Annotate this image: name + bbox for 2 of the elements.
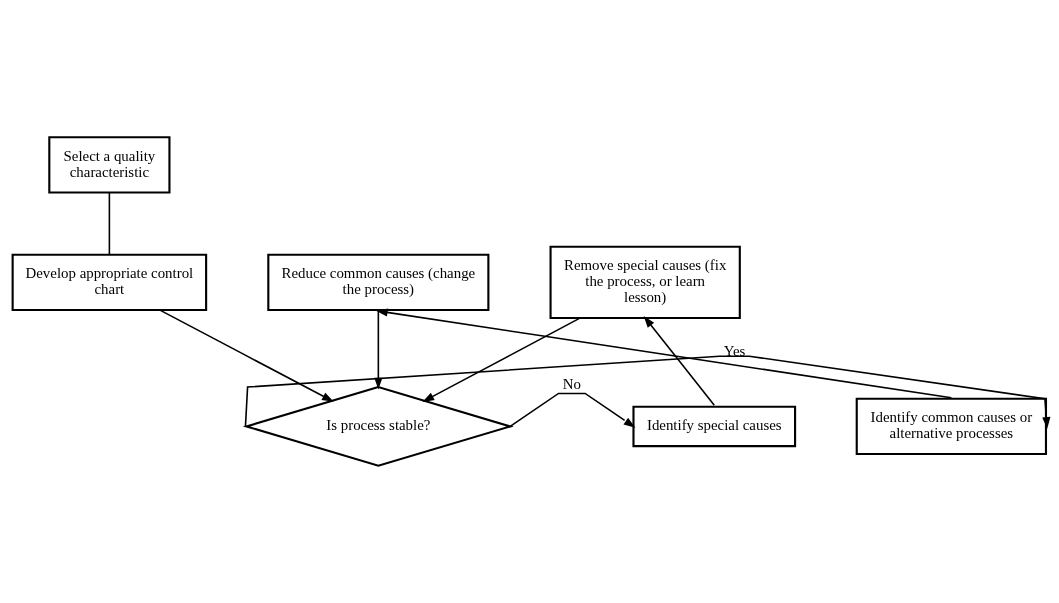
edge-label: Yes xyxy=(723,343,746,360)
edge-label: No xyxy=(562,376,581,393)
